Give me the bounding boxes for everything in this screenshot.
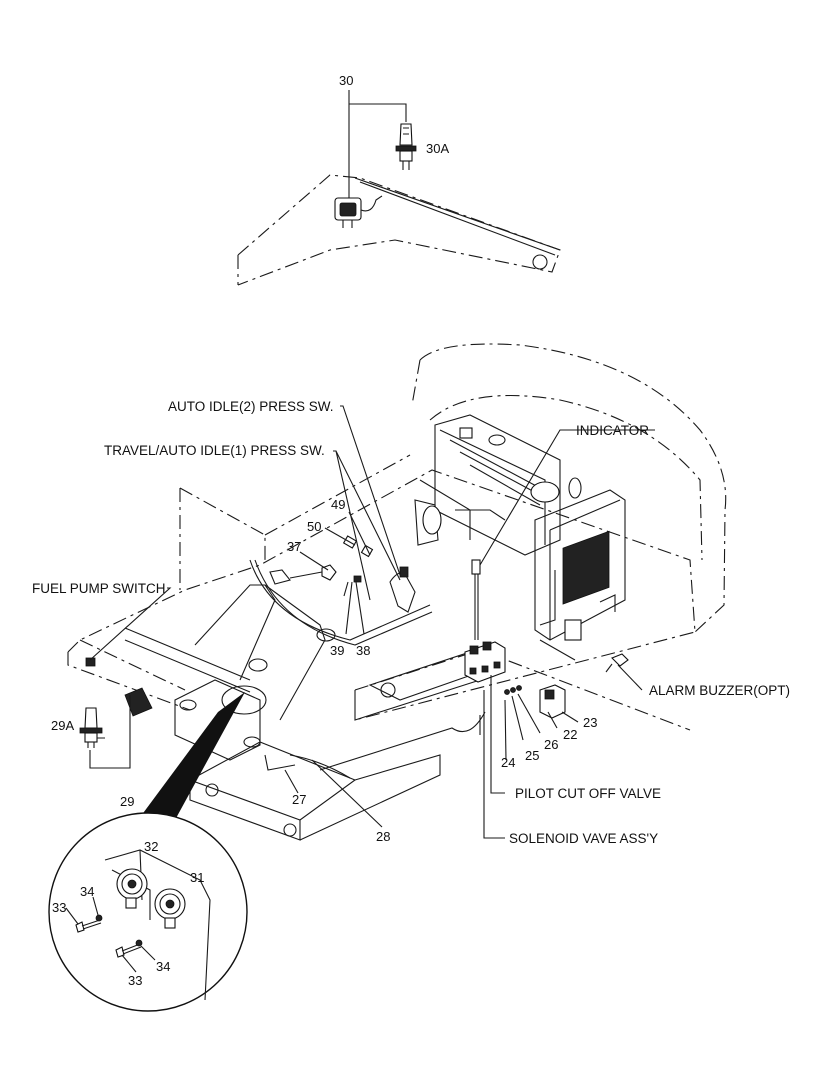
callout-34-lower: 34	[156, 959, 171, 974]
callout-33-lower: 33	[128, 973, 143, 988]
label-fuel-pump-switch: FUEL PUMP SWITCH	[32, 581, 166, 596]
callout-25: 25	[525, 748, 540, 763]
callout-30: 30	[339, 73, 354, 88]
callout-50: 50	[307, 519, 322, 534]
callout-27: 27	[292, 792, 307, 807]
label-alarm-buzzer: ALARM BUZZER(OPT)	[649, 683, 791, 698]
label-solenoid-valve-assy: SOLENOID VAVE ASS'Y	[509, 831, 659, 846]
counterweight-outline	[411, 343, 727, 633]
callout-34-upper: 34	[80, 884, 95, 899]
label-indicator: INDICATOR	[576, 423, 650, 438]
leader-lines	[89, 405, 655, 839]
fuel-pump-switch	[85, 657, 96, 667]
pilot-cut-off-valve	[319, 684, 566, 771]
bulb-29a	[79, 707, 105, 748]
harness-27-28	[264, 754, 351, 779]
engine-block	[414, 414, 582, 556]
callout-33-upper: 33	[52, 900, 67, 915]
boom-assembly	[237, 174, 561, 286]
solenoid-valve-assy	[464, 641, 506, 683]
callout-38: 38	[356, 643, 371, 658]
callout-28: 28	[376, 829, 391, 844]
radiator	[534, 489, 626, 661]
callout-31: 31	[190, 870, 205, 885]
callout-37: 37	[287, 539, 302, 554]
hose-lines	[249, 479, 481, 646]
horn-31	[154, 888, 186, 929]
bolts-33-34	[65, 896, 156, 973]
callout-39: 39	[330, 643, 345, 658]
callout-30a: 30A	[426, 141, 450, 156]
callout-29: 29	[120, 794, 135, 809]
label-pilot-cut-off-valve: PILOT CUT OFF VALVE	[515, 786, 662, 801]
bulb-30a	[395, 123, 417, 170]
callout-24: 24	[501, 755, 516, 770]
detail-callout	[48, 692, 248, 1012]
callout-32: 32	[144, 839, 159, 854]
callout-23: 23	[583, 715, 598, 730]
alarm-buzzer	[605, 653, 629, 673]
work-lamp-30	[334, 195, 383, 228]
callout-22: 22	[563, 727, 578, 742]
callout-26: 26	[544, 737, 559, 752]
label-auto-idle-2-press-sw: AUTO IDLE(2) PRESS SW.	[168, 399, 334, 414]
callout-49: 49	[331, 497, 346, 512]
callout-29a: 29A	[51, 718, 75, 733]
horn-32	[116, 868, 148, 909]
label-travel-auto-idle-1-press-sw: TRAVEL/AUTO IDLE(1) PRESS SW.	[104, 443, 325, 458]
leader-30	[348, 90, 407, 198]
center-frame-plate	[174, 584, 441, 841]
horn-bracket-29	[124, 687, 153, 717]
